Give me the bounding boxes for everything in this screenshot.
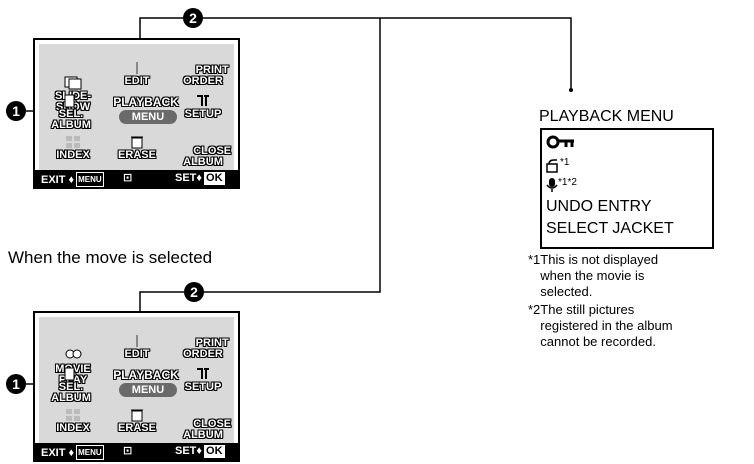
edit-icon <box>128 61 146 75</box>
edit-item[interactable]: EDIT <box>105 61 169 87</box>
close-album-item[interactable]: CLOSE ALBUM <box>183 145 232 168</box>
erase-item[interactable]: ERASE <box>105 135 169 161</box>
print-order-item[interactable]: PRINT ORDER <box>183 64 229 87</box>
screen-menu-area: MOVIE PLAY EDIT PRINT ORDER SEL. ALBUM P… <box>39 317 234 456</box>
playback-menu-title: PLAYBACK MENU <box>539 108 674 125</box>
connector-bottom-2-right <box>204 18 381 293</box>
undo-entry-item[interactable]: UNDO ENTRY <box>546 198 652 215</box>
trash-icon <box>128 135 146 149</box>
erase-item[interactable]: ERASE <box>105 408 169 434</box>
index-icon <box>64 408 82 422</box>
album-icon <box>62 94 80 108</box>
close-album-item[interactable]: CLOSE ALBUM <box>183 418 232 441</box>
connector-top-2-right <box>203 17 572 88</box>
key-icon <box>546 135 574 149</box>
wrench-icon <box>194 367 212 381</box>
index-item[interactable]: INDEX <box>41 408 105 434</box>
playback-screen-bottom: MOVIE PLAY EDIT PRINT ORDER SEL. ALBUM P… <box>33 311 240 462</box>
rotate-row[interactable]: *1 <box>546 154 569 176</box>
sel-album-item[interactable]: SEL. ALBUM <box>39 367 103 404</box>
record-row[interactable]: *1*2 <box>546 174 577 196</box>
caption: When the move is selected <box>8 248 213 267</box>
screen-menu-area: SLIDE- SHOW EDIT PRINT ORDER SEL. ALBUM … <box>39 44 234 183</box>
index-icon <box>64 135 82 149</box>
print-order-item[interactable]: PRINT ORDER <box>183 337 229 360</box>
footnote-2: *2The still pictures registered in the a… <box>528 302 673 349</box>
select-jacket-item[interactable]: SELECT JACKET <box>546 220 674 237</box>
trash-icon <box>128 408 146 422</box>
callout-1-bottom: 1 <box>6 374 26 394</box>
rotate-icon <box>546 159 558 173</box>
footnote-1: *1This is not displayed when the movie i… <box>528 252 659 299</box>
playback-label: PLAYBACK <box>113 368 179 382</box>
setup-item[interactable]: SETUP <box>171 94 235 120</box>
playback-menu-item[interactable]: MENU <box>119 110 177 124</box>
playback-screen-top: SLIDE- SHOW EDIT PRINT ORDER SEL. ALBUM … <box>33 38 240 189</box>
arrow-pad-icon: ⊡ <box>123 172 133 184</box>
film-icon <box>64 349 82 363</box>
album-icon <box>62 367 80 381</box>
callout-2-top: 2 <box>183 8 203 28</box>
microphone-icon <box>546 178 558 192</box>
playback-menu-box: *1 *1*2 UNDO ENTRY SELECT JACKET <box>540 128 714 249</box>
setup-item[interactable]: SETUP <box>171 367 235 393</box>
set-hint: SET♦OK <box>175 445 225 458</box>
callout-2-bottom: 2 <box>184 282 204 302</box>
exit-hint: EXIT ♦MENU <box>41 172 104 187</box>
screen-bottom-bar: EXIT ♦MENU ⊡ SET♦OK <box>35 170 238 187</box>
edit-item[interactable]: EDIT <box>105 334 169 360</box>
set-hint: SET♦OK <box>175 172 225 185</box>
arrow-pad-icon: ⊡ <box>123 445 133 457</box>
callout-1-top: 1 <box>6 101 26 121</box>
slideshow-icon <box>64 76 82 90</box>
screen-bottom-bar: EXIT ♦MENU ⊡ SET♦OK <box>35 443 238 460</box>
protect-row[interactable] <box>546 134 576 155</box>
index-item[interactable]: INDEX <box>41 135 105 161</box>
exit-hint: EXIT ♦MENU <box>41 445 104 460</box>
playback-menu-item[interactable]: MENU <box>119 383 177 397</box>
sel-album-item[interactable]: SEL. ALBUM <box>39 94 103 131</box>
playback-label: PLAYBACK <box>113 95 179 109</box>
edit-icon <box>128 334 146 348</box>
wrench-icon <box>194 94 212 108</box>
